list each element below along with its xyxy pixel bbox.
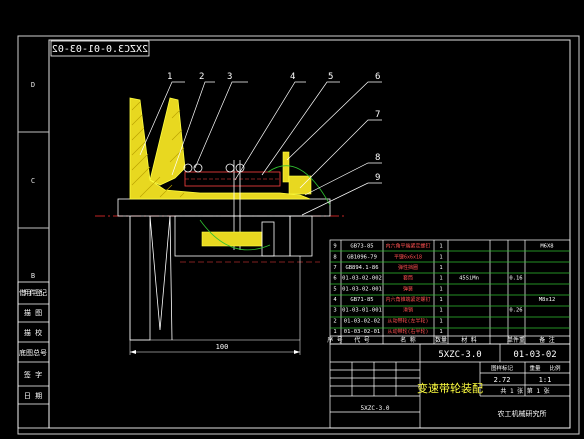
side-label-borrow: 借用件登记	[19, 288, 47, 297]
title-company: 农工机械研究所	[498, 409, 547, 418]
dimension-value: 100	[216, 343, 229, 351]
title-label-scale: 比例	[549, 364, 561, 372]
bom-cell-qty: 1	[439, 286, 442, 292]
balloon-9: 9	[375, 173, 380, 183]
part-balloons	[139, 81, 382, 216]
balloon-2: 2	[199, 72, 204, 82]
title-weight: 2.72	[494, 376, 511, 384]
bom-cell-name: 弹性挡圈	[398, 264, 418, 271]
bom-cell-no: 6	[333, 276, 336, 282]
bom-header-remark: 备 注	[539, 336, 555, 344]
bom-cell-remark: M6X8	[540, 244, 553, 250]
bom-cell-qty: 1	[439, 308, 442, 314]
title-stamp: 5XZC-3.0	[361, 405, 390, 412]
side-label-trace: 描 图	[24, 308, 42, 317]
bom-cell-name: 滑销	[403, 307, 413, 314]
bom-cell-name: 内六角平端紧定螺钉	[385, 243, 430, 250]
assembly-drawing: 100	[95, 97, 345, 355]
title-scale: 1:1	[539, 376, 552, 384]
mirrored-code-box: 2XZC3.0-01-03-02	[50, 40, 150, 57]
dimension-100: 100	[130, 343, 300, 354]
bom-rows: 9 GB73-85 内六角平端紧定螺钉 1 M6X8 8 GB1096-79 平键6x6x18…	[333, 243, 555, 335]
balloon-6: 6	[375, 72, 380, 82]
bom-cell-weight: 0.26	[509, 308, 522, 314]
zone-letter-b: B	[31, 272, 35, 280]
bom-cell-code: GB1096-79	[347, 254, 377, 260]
bom-cell-code: GB894.1-86	[345, 265, 378, 271]
bom-cell-no: 3	[333, 308, 336, 314]
bom-cell-no: 9	[333, 244, 336, 250]
bom-cell-no: 4	[333, 297, 337, 303]
spring	[183, 163, 245, 173]
belt-sheave-v	[129, 215, 173, 341]
bom-cell-code: GB71-85	[350, 297, 373, 303]
balloon-1: 1	[167, 72, 172, 82]
zone-marks: D C B	[31, 81, 35, 280]
title-model: 5XZC-3.0	[438, 350, 481, 360]
bom-cell-code: 01-03-01-001	[342, 308, 382, 314]
title-drawing-no: 01-03-02	[513, 350, 556, 360]
bom-cell-name: 套筒	[403, 275, 413, 282]
bom-cell-qty: 1	[439, 297, 442, 303]
bom-header-code: 代 号	[354, 336, 370, 344]
bom-cell-qty: 1	[439, 244, 442, 250]
title-label-weight: 重量	[529, 364, 541, 372]
title-label-mark: 图样标记	[491, 364, 514, 372]
side-label-sign: 签 字	[24, 370, 42, 379]
bom-header-no: 序 号	[327, 336, 343, 344]
bom-cell-name: 从动带轮(左半轮)	[387, 317, 428, 324]
bom-cell-qty: 1	[439, 329, 442, 335]
retaining-ring	[282, 151, 290, 183]
bom-cell-qty: 1	[439, 318, 442, 324]
bom-cell-weight: 0.16	[509, 276, 522, 282]
balloon-8: 8	[375, 153, 380, 163]
bom-cell-code: GB73-85	[350, 244, 373, 250]
title-block	[329, 343, 571, 429]
bom-header-qty: 数量	[435, 336, 447, 344]
title-main: 变速带轮装配	[417, 381, 483, 395]
bom-cell-no: 7	[333, 265, 336, 271]
bom-cell-code: 01-03-02-001	[342, 286, 382, 292]
bom-cell-no: 8	[333, 254, 336, 260]
bom-cell-no: 2	[333, 318, 336, 324]
shaft	[117, 198, 331, 217]
bom-header-name: 名 称	[400, 336, 416, 344]
bom-cell-qty: 1	[439, 254, 442, 260]
pulley-left-half	[149, 97, 186, 186]
bom-cell-no: 1	[333, 329, 336, 335]
drawing-outer-frame	[17, 35, 580, 435]
balloon-4: 4	[290, 72, 295, 82]
side-label-date: 日 期	[24, 392, 42, 400]
side-label-strip	[17, 281, 50, 429]
bom-cell-name: 平键6x6x18	[394, 253, 422, 260]
bom-cell-code: 01-03-02-02	[344, 318, 380, 324]
zone-letter-d: D	[31, 81, 35, 89]
bom-cell-no: 5	[333, 286, 336, 292]
side-label-base-no: 底图总号	[19, 348, 47, 357]
bom-cell-material: 45SiMn	[459, 276, 479, 282]
side-label-check: 描 校	[24, 328, 42, 337]
bom-cell-qty: 1	[439, 276, 442, 282]
bom-cell-name: 从动带轮(右半轮)	[387, 328, 428, 335]
bom-cell-code: 01-03-02-002	[342, 276, 382, 282]
bom-header-material: 材 料	[461, 336, 477, 344]
bom-table	[329, 239, 571, 345]
bom-cell-name: 内六角锥端紧定螺钉	[385, 296, 430, 303]
bom-header-weight: 单件重	[507, 336, 525, 344]
drawing-inner-frame	[48, 39, 571, 429]
bom-header: 序 号 代 号 名 称 数量 材 料 单件重 备 注	[327, 336, 555, 344]
balloon-7: 7	[375, 110, 380, 120]
balloon-5: 5	[328, 72, 333, 82]
bom-cell-remark: M8x12	[539, 297, 556, 303]
title-sheet: 共 1 张 第 1 张	[500, 387, 549, 395]
balloon-3: 3	[227, 72, 232, 82]
bom-cell-name: 弹簧	[403, 285, 413, 292]
zone-letter-c: C	[31, 177, 35, 185]
bom-cell-code: 01-03-02-01	[344, 329, 380, 335]
bom-cell-qty: 1	[439, 265, 442, 271]
mirrored-drawing-code: 2XZC3.0-01-03-02	[52, 44, 148, 55]
